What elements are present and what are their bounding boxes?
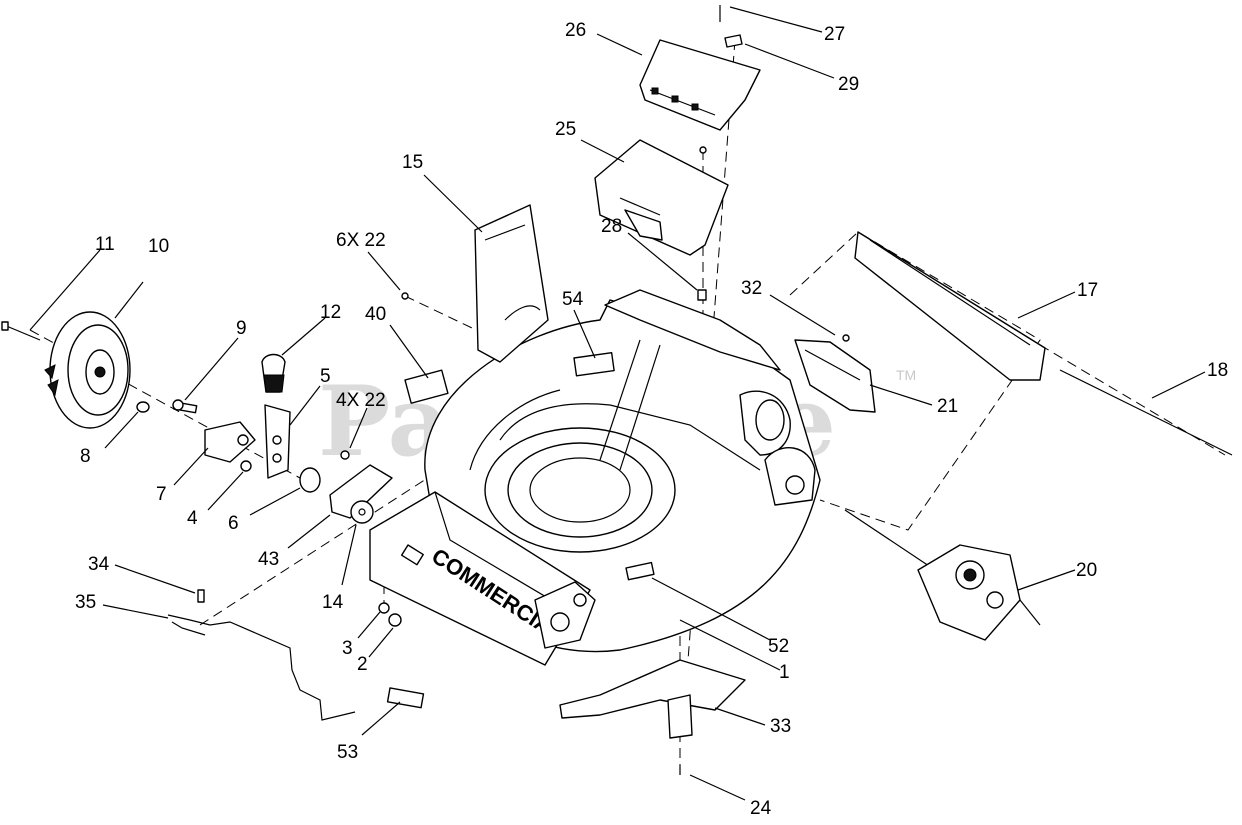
- callout-7: 7: [156, 484, 167, 505]
- callout-6: 6: [228, 513, 239, 534]
- callout-26: 26: [565, 20, 586, 41]
- small-hardware[interactable]: [136, 292, 449, 709]
- callout-21: 21: [937, 396, 958, 417]
- bag-bracket[interactable]: [794, 334, 876, 413]
- callout-40: 40: [365, 304, 386, 325]
- rear-wheel[interactable]: [44, 311, 131, 429]
- callout-43: 43: [258, 549, 279, 570]
- callout-54: 54: [562, 289, 584, 310]
- callout-32: 32: [741, 278, 762, 299]
- callout-9: 9: [236, 318, 247, 339]
- callout-6x22: 6X 22: [336, 230, 386, 251]
- transmission[interactable]: [844, 509, 1041, 641]
- callout-10: 10: [148, 236, 169, 257]
- nut-28[interactable]: [697, 289, 707, 301]
- rear-baffle[interactable]: [854, 231, 1046, 381]
- callout-4: 4: [187, 508, 198, 529]
- callout-53: 53: [337, 742, 358, 763]
- watermark-trademark: TM: [896, 367, 916, 383]
- callout-27: 27: [824, 24, 845, 45]
- callout-29: 29: [838, 74, 859, 95]
- callout-11: 11: [95, 234, 115, 255]
- callout-33: 33: [770, 716, 791, 737]
- decal-40: [404, 369, 449, 404]
- callout-2: 2: [357, 654, 368, 675]
- callout-35: 35: [75, 592, 96, 613]
- callout-17: 17: [1077, 280, 1098, 301]
- axle-bolt[interactable]: [1, 321, 41, 341]
- callout-15: 15: [402, 152, 423, 173]
- callout-1: 1: [779, 662, 790, 683]
- callout-12: 12: [320, 302, 341, 323]
- callout-8: 8: [80, 446, 91, 467]
- callout-24: 24: [750, 798, 772, 819]
- discharge-chute[interactable]: [594, 139, 729, 256]
- mower-deck[interactable]: COMMERCIAL: [369, 289, 821, 666]
- callout-34: 34: [88, 554, 110, 575]
- callout-20: 20: [1076, 560, 1097, 581]
- callout-25: 25: [555, 119, 576, 140]
- decal-53: [386, 687, 425, 709]
- callout-18: 18: [1207, 360, 1228, 381]
- height-adjust-rod[interactable]: [167, 589, 356, 721]
- callout-5: 5: [320, 366, 331, 387]
- rear-rod[interactable]: [1059, 369, 1233, 456]
- decal-52: [625, 561, 655, 581]
- callout-3: 3: [342, 638, 353, 659]
- side-plate[interactable]: [474, 204, 549, 363]
- callout-14: 14: [322, 592, 344, 613]
- callout-4x22: 4X 22: [336, 390, 386, 411]
- rear-cover[interactable]: [639, 5, 761, 131]
- callout-28: 28: [601, 216, 622, 237]
- callout-52: 52: [768, 636, 789, 657]
- decal-54: [573, 352, 615, 377]
- front-baffle[interactable]: [559, 659, 746, 775]
- leader-lines: [29, 6, 1206, 801]
